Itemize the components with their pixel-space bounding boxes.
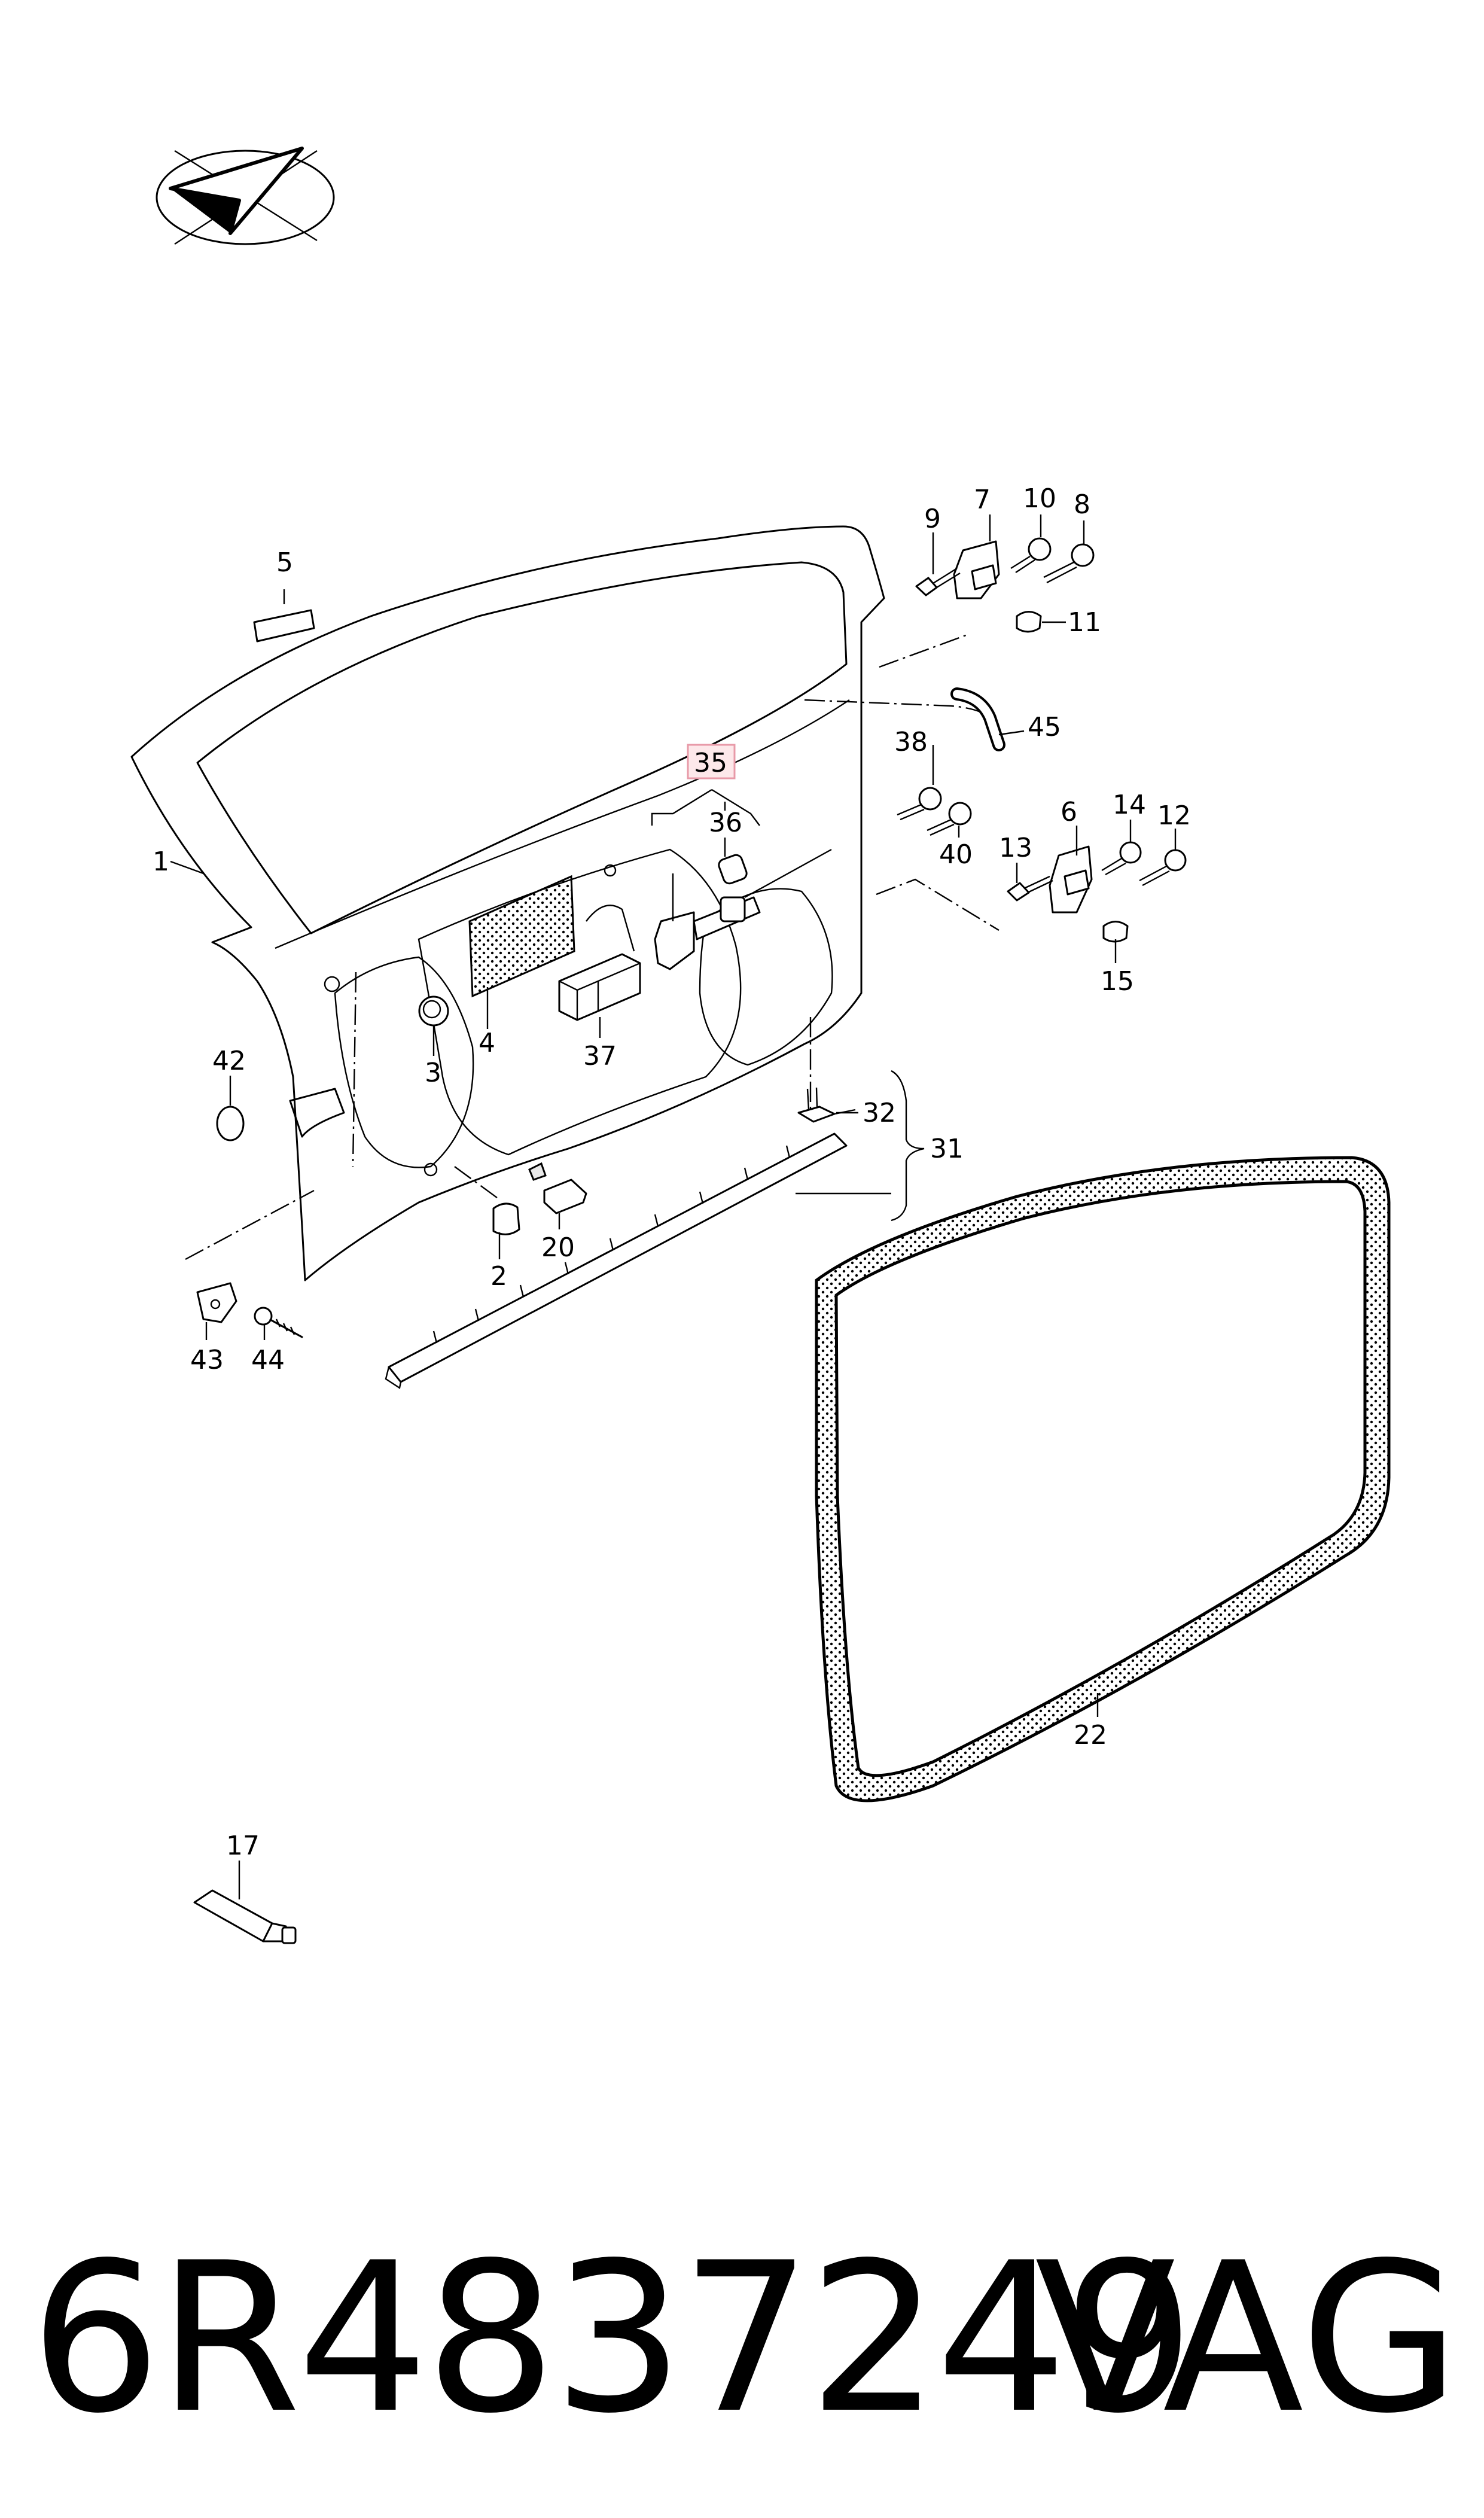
part-12-bolt	[1139, 849, 1187, 887]
callout-17: 17	[226, 1831, 260, 1861]
part-5-label	[253, 609, 315, 643]
callout-32: 32	[863, 1098, 896, 1128]
part-3-plug	[418, 995, 449, 1027]
tailgate-panel	[130, 525, 1000, 1281]
part-7-upper-hinge	[953, 540, 1000, 599]
callout-1: 1	[153, 847, 169, 877]
callout-5: 5	[276, 547, 293, 578]
part-45-cable	[950, 687, 1005, 751]
part-20-clip	[528, 1162, 587, 1214]
callout-45: 45	[1028, 712, 1061, 742]
part-8-bolt	[1043, 543, 1095, 584]
parts-diagram: 1 2 3 4 5 6 7 8 9 10 11 12 13 14 15 17 2…	[130, 147, 1391, 1944]
part-10-bolt	[1010, 537, 1052, 574]
callout-42: 42	[212, 1046, 246, 1076]
callout-labels: 1 2 3 4 5 6 7 8 9 10 11 12 13 14 15 17 2…	[153, 483, 1191, 1861]
callout-38: 38	[894, 727, 928, 757]
part-4-damping-mat	[468, 875, 575, 998]
part-43-bracket	[196, 1282, 237, 1323]
part-40-bolt	[927, 802, 972, 836]
callout-31: 31	[930, 1134, 964, 1164]
part-31-trim-strip	[385, 1132, 848, 1389]
callout-9: 9	[924, 504, 941, 534]
callout-14: 14	[1113, 790, 1146, 820]
callout-44: 44	[251, 1345, 285, 1375]
callout-3: 3	[425, 1058, 441, 1088]
part-15-cap	[1102, 921, 1129, 943]
brand-name: VAG	[1034, 2219, 1460, 2459]
part-13-bolt	[1007, 875, 1053, 902]
highlight-box-35	[687, 744, 736, 780]
part-35-latch-assembly	[654, 848, 832, 970]
callout-40: 40	[939, 839, 973, 870]
callout-11: 11	[1068, 607, 1101, 638]
part-number: 6R4837249	[30, 2219, 1195, 2459]
callout-2: 2	[490, 1261, 507, 1292]
callout-15: 15	[1101, 966, 1134, 997]
part-36-switch	[718, 854, 748, 885]
callout-22: 22	[1074, 1720, 1107, 1750]
callout-12: 12	[1157, 800, 1191, 831]
part-32-clip	[797, 1087, 856, 1123]
callout-7: 7	[974, 485, 991, 515]
part-11-cap	[1016, 611, 1042, 633]
part-17-tube	[193, 1889, 297, 1944]
part-6-lower-hinge	[1049, 845, 1093, 914]
callout-6: 6	[1061, 797, 1077, 827]
callout-37: 37	[583, 1041, 617, 1071]
part-37-control-unit	[558, 953, 641, 1021]
callout-8: 8	[1074, 489, 1090, 520]
callout-4: 4	[479, 1028, 495, 1058]
callout-35: 35	[694, 748, 727, 778]
part-14-bolt	[1101, 841, 1142, 876]
callout-36: 36	[709, 808, 742, 838]
part-2-buffer	[492, 1202, 520, 1235]
leader-lines	[170, 514, 1177, 1899]
part-44-screw	[254, 1307, 303, 1338]
callout-43: 43	[190, 1345, 224, 1375]
part-9-bolt	[915, 567, 961, 596]
part-22-seal	[815, 1156, 1391, 1803]
callout-20: 20	[541, 1232, 575, 1263]
orientation-compass-icon	[156, 147, 335, 245]
callout-10: 10	[1023, 483, 1056, 514]
part-42-plug	[216, 1106, 245, 1141]
part-38-bolt	[897, 787, 942, 821]
callout-13: 13	[999, 833, 1032, 863]
